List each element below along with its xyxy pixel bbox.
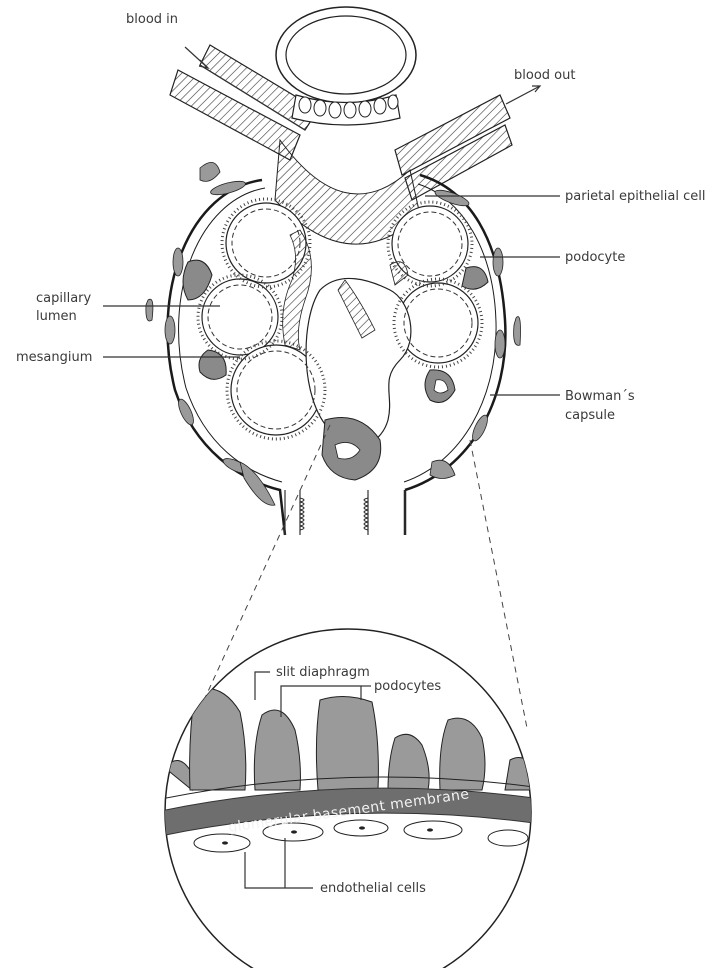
label-podocytes: podocytes bbox=[374, 679, 441, 694]
distal-tubule bbox=[276, 7, 416, 125]
label-podocyte: podocyte bbox=[565, 250, 625, 265]
label-endothelial-cells: endothelial cells bbox=[320, 881, 426, 896]
label-capillary: capillary bbox=[36, 291, 92, 306]
label-blood-in: blood in bbox=[126, 12, 178, 27]
label-parietal-epithelial-cell: parietal epithelial cell bbox=[565, 189, 705, 204]
label-mesangium: mesangium bbox=[16, 350, 92, 365]
label-capsule: capsule bbox=[565, 408, 615, 423]
label-lumen: lumen bbox=[36, 309, 77, 324]
label-bowmans: Bowman´s bbox=[565, 389, 635, 404]
label-blood-out: blood out bbox=[514, 68, 575, 83]
proximal-tubule bbox=[285, 490, 405, 535]
glomerulus bbox=[146, 7, 521, 535]
label-slit-diaphragm: slit diaphragm bbox=[276, 665, 370, 680]
